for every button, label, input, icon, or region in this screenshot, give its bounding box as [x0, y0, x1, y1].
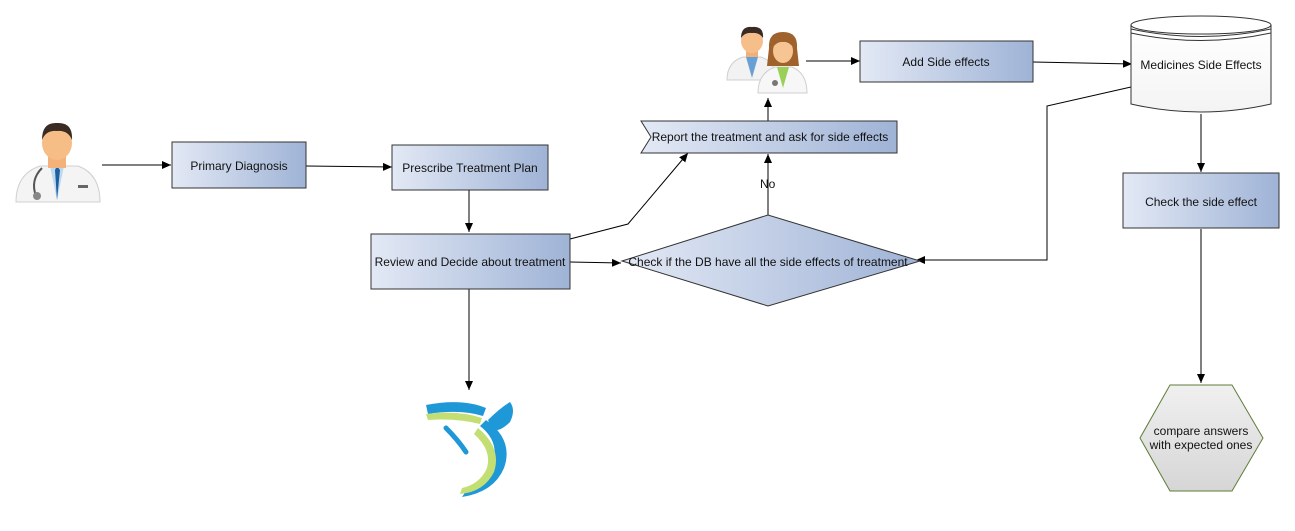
node-check-db-decision[interactable]: Check if the DB have all the side effect… [620, 214, 922, 307]
edge-label-no: No [760, 177, 776, 191]
doctor-icon [15, 122, 101, 203]
node-prescribe-label: Prescribe Treatment Plan [402, 161, 537, 175]
ribbon-logo-icon [426, 402, 513, 497]
node-compare-label-line2: with expected ones [1149, 438, 1253, 452]
node-report-label: Report the treatment and ask for side ef… [652, 130, 889, 144]
node-report-treatment[interactable]: Report the treatment and ask for side ef… [640, 120, 898, 154]
node-check-side-effect-label: Check the side effect [1145, 195, 1258, 209]
node-compare-label-line1: compare answers [1154, 424, 1249, 438]
node-primary-diagnosis-label: Primary Diagnosis [190, 159, 287, 173]
node-compare-answers[interactable]: compare answers with expected ones [1139, 384, 1264, 492]
node-check-side-effect[interactable]: Check the side effect [1122, 172, 1280, 229]
doctors-icon [726, 26, 808, 94]
node-add-side-effects[interactable]: Add Side effects [859, 40, 1034, 83]
node-check-db-label: Check if the DB have all the side effect… [628, 255, 908, 269]
node-prescribe-treatment-plan[interactable]: Prescribe Treatment Plan [391, 144, 549, 191]
edges: No [102, 57, 1205, 390]
edge-db-to-check-db [916, 86, 1132, 264]
edge-review-to-check-db [569, 258, 622, 267]
node-primary-diagnosis[interactable]: Primary Diagnosis [171, 141, 307, 189]
node-review-label: Review and Decide about treatment [375, 255, 566, 269]
node-add-label: Add Side effects [902, 55, 989, 69]
node-medicines-db-label: Medicines Side Effects [1140, 58, 1261, 72]
node-medicines-db[interactable]: Medicines Side Effects [1130, 15, 1272, 113]
edge-diagnosis-to-prescribe [305, 162, 393, 171]
edge-add-to-db [1032, 59, 1133, 68]
edge-review-to-report [569, 152, 689, 240]
node-review-decide[interactable]: Review and Decide about treatment [370, 233, 571, 290]
